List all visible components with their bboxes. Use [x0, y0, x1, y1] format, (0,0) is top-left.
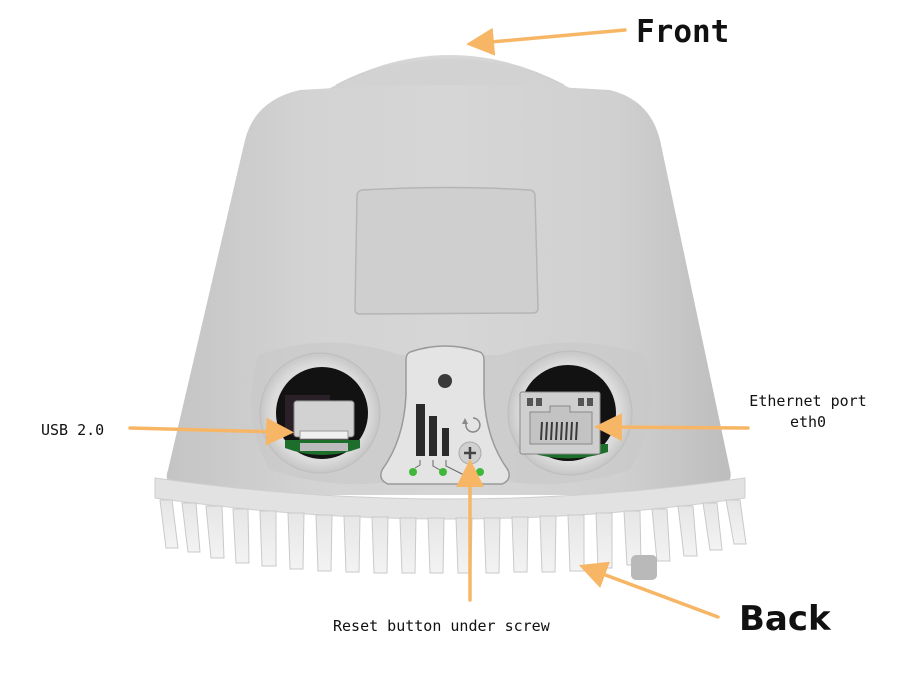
callout-arrows [128, 27, 750, 619]
ethernet-arrow [594, 413, 750, 442]
front-label: Front [636, 14, 730, 50]
status-led [409, 468, 417, 476]
heat-sink-fins [159, 499, 747, 574]
reset-arrow-icon [465, 417, 481, 433]
ethernet-label-line2: eth0 [789, 413, 827, 431]
signal-bars-icon [416, 404, 449, 456]
reset-label: Reset button under screw [333, 617, 550, 635]
ethernet-label-line1: Ethernet port [749, 392, 867, 410]
back-arrow [578, 561, 720, 619]
mounting-peg [631, 555, 657, 580]
usb-port [259, 352, 381, 474]
usb-port-icon [293, 400, 355, 451]
usb-label: USB 2.0 [41, 421, 105, 439]
back-label: Back [739, 599, 831, 639]
light-sensor [438, 374, 452, 388]
usb-arrow [128, 417, 294, 446]
rj45-port-icon [519, 391, 601, 455]
status-led [476, 468, 484, 476]
front-arrow [466, 27, 627, 56]
ethernet-port [507, 350, 633, 476]
ethernet-label: Ethernet port eth0 [728, 391, 888, 433]
status-led [439, 468, 447, 476]
screw-icon [458, 441, 482, 465]
label-window [354, 186, 539, 315]
